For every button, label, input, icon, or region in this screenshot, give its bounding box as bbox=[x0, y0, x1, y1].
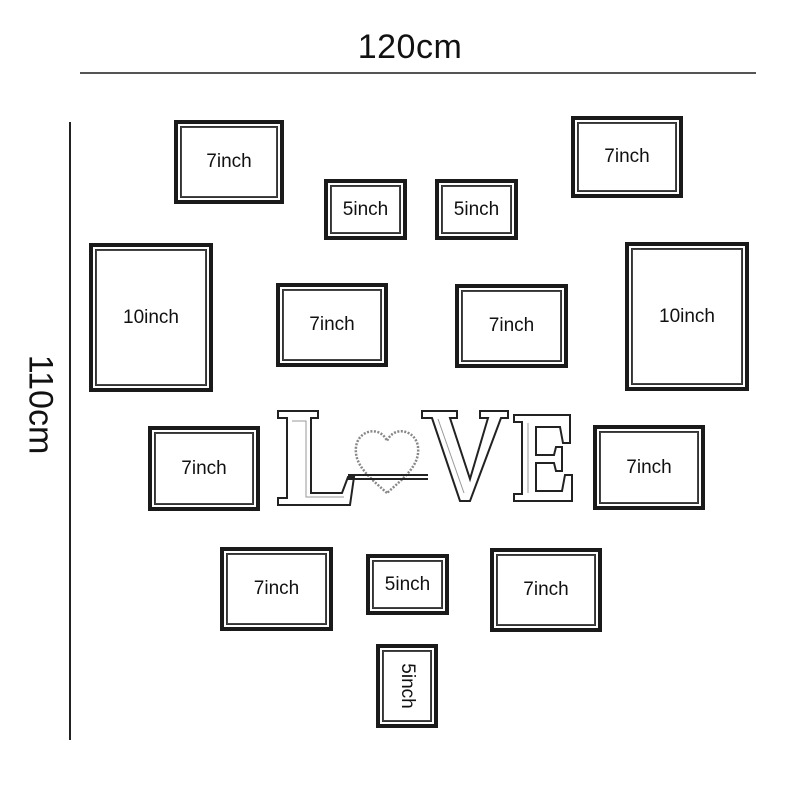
letter-e bbox=[514, 415, 572, 501]
frame-size-label: 7inch bbox=[494, 579, 598, 601]
frame-size-label: 7inch bbox=[178, 151, 280, 173]
photo-frame-5inch-vertical: 5inch bbox=[376, 644, 438, 728]
frame-size-label: 10inch bbox=[629, 306, 745, 328]
frame-size-label: 5inch bbox=[370, 574, 445, 596]
photo-frame-7inch: 7inch bbox=[174, 120, 284, 204]
width-dimension-label: 120cm bbox=[300, 28, 520, 67]
letter-v bbox=[422, 411, 508, 501]
frame-size-label: 5inch bbox=[328, 199, 403, 221]
love-letters-decoration bbox=[274, 405, 579, 517]
frame-size-label: 7inch bbox=[459, 315, 564, 337]
heart-underline bbox=[348, 475, 428, 479]
frame-size-label: 5inch bbox=[396, 659, 418, 713]
photo-frame-5inch: 5inch bbox=[435, 179, 518, 240]
photo-frame-7inch: 7inch bbox=[455, 284, 568, 368]
letter-l bbox=[278, 411, 354, 505]
photo-frame-5inch: 5inch bbox=[366, 554, 449, 615]
frame-size-label: 5inch bbox=[439, 199, 514, 221]
width-dimension-line bbox=[80, 72, 756, 74]
photo-frame-7inch: 7inch bbox=[276, 283, 388, 367]
photo-frame-7inch: 7inch bbox=[571, 116, 683, 198]
frame-size-label: 7inch bbox=[575, 146, 679, 168]
height-dimension-label: 110cm bbox=[21, 295, 60, 515]
frame-size-label: 7inch bbox=[597, 457, 701, 479]
frame-size-label: 7inch bbox=[280, 314, 384, 336]
heart-symbol bbox=[356, 431, 418, 493]
frame-size-label: 7inch bbox=[152, 458, 256, 480]
photo-frame-10inch: 10inch bbox=[625, 242, 749, 391]
photo-frame-7inch: 7inch bbox=[148, 426, 260, 511]
frame-size-label: 10inch bbox=[93, 307, 209, 329]
photo-frame-7inch: 7inch bbox=[220, 547, 333, 631]
photo-frame-7inch: 7inch bbox=[490, 548, 602, 632]
photo-frame-7inch: 7inch bbox=[593, 425, 705, 510]
photo-frame-5inch: 5inch bbox=[324, 179, 407, 240]
frame-size-label: 7inch bbox=[224, 578, 329, 600]
height-dimension-line bbox=[69, 122, 71, 740]
photo-frame-10inch: 10inch bbox=[89, 243, 213, 392]
